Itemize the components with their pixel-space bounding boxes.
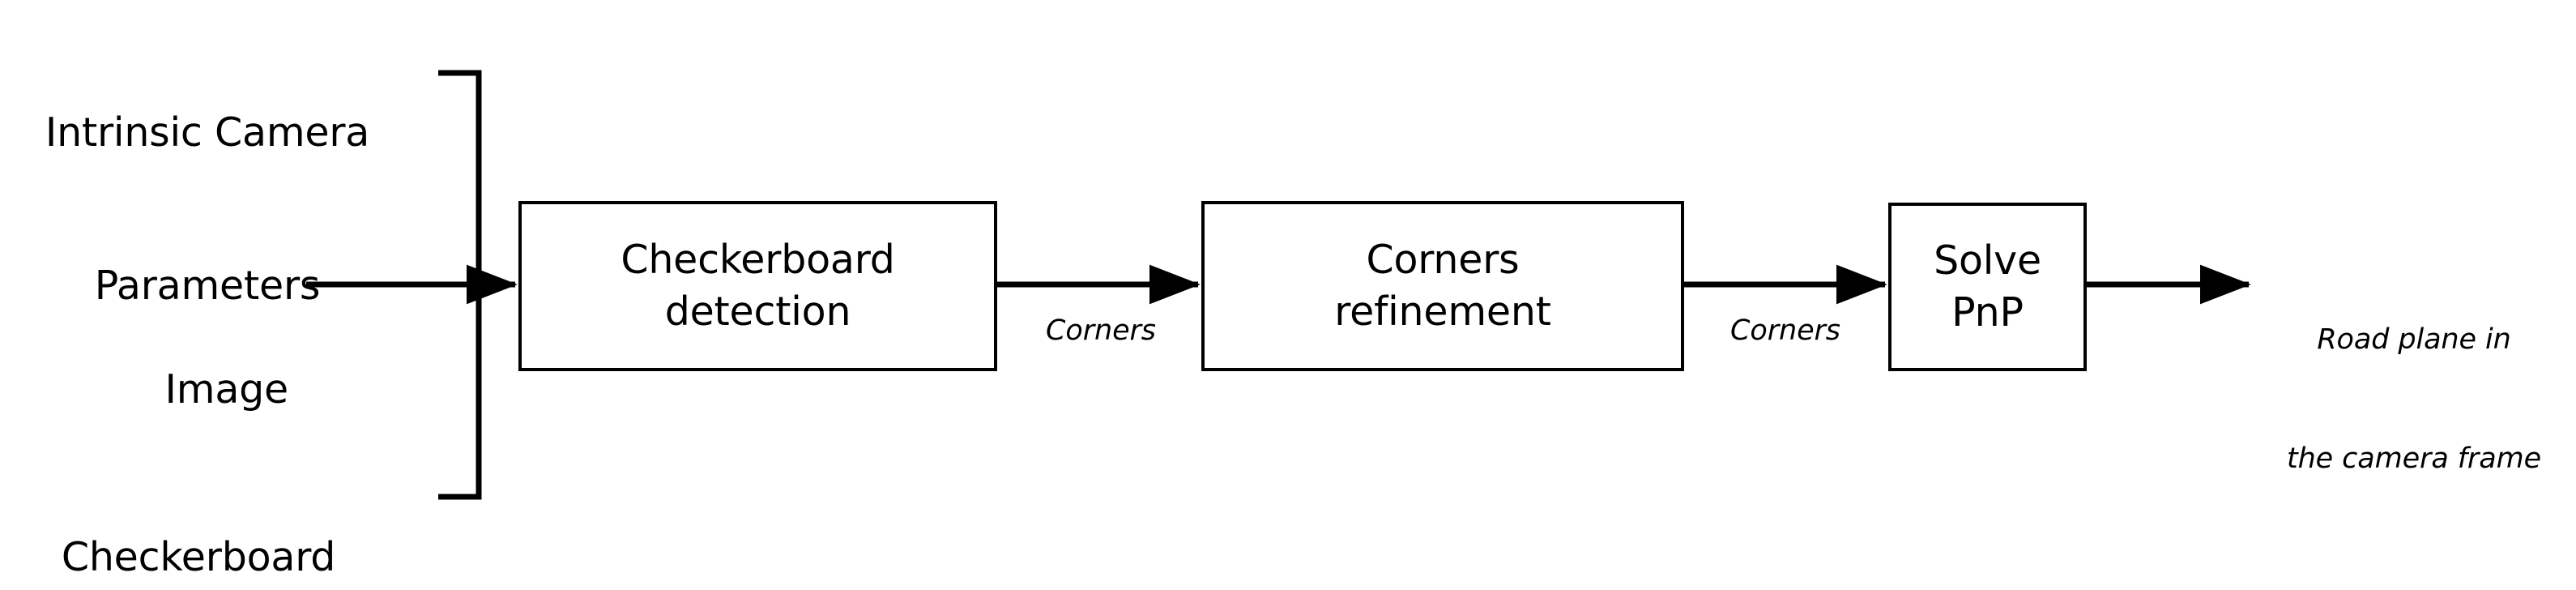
process-box-checkerboard-detection[interactable]: Checkerboard detection [518,201,997,371]
input-label-intrinsic-camera-parameters: Intrinsic Camera Parameters [0,6,415,413]
edge-label-corners-2: Corners [1730,314,1840,347]
input-label-line1: Image [164,366,289,413]
output-label-road-plane: Road plane in the camera frame [2254,241,2574,558]
output-label-line1: Road plane in [2317,323,2511,356]
input-label-line2: Parameters [94,262,321,309]
process-box-line1: Corners [1366,237,1520,284]
process-box-line2: refinement [1334,289,1551,335]
edge-label-corners-1: Corners [1046,314,1156,347]
input-bracket [438,70,482,500]
input-label-image: Image [0,263,289,518]
process-box-line2: detection [664,289,851,335]
input-label-line1: Intrinsic Camera [45,109,370,156]
process-box-line2: PnP [1951,289,2024,336]
input-label-checkerboard-properties: Checkerboard Properties [0,431,397,590]
output-label-line2: the camera frame [2286,442,2542,475]
process-box-label: Checkerboard detection [621,234,895,337]
process-box-line1: Checkerboard [621,237,895,284]
process-box-label: Solve PnP [1934,235,2041,338]
process-box-corners-refinement[interactable]: Corners refinement [1201,201,1684,371]
process-box-solve-pnp[interactable]: Solve PnP [1888,203,2087,371]
process-box-label: Corners refinement [1334,234,1551,337]
process-box-line1: Solve [1934,237,2041,284]
input-label-line1: Checkerboard [61,534,336,581]
